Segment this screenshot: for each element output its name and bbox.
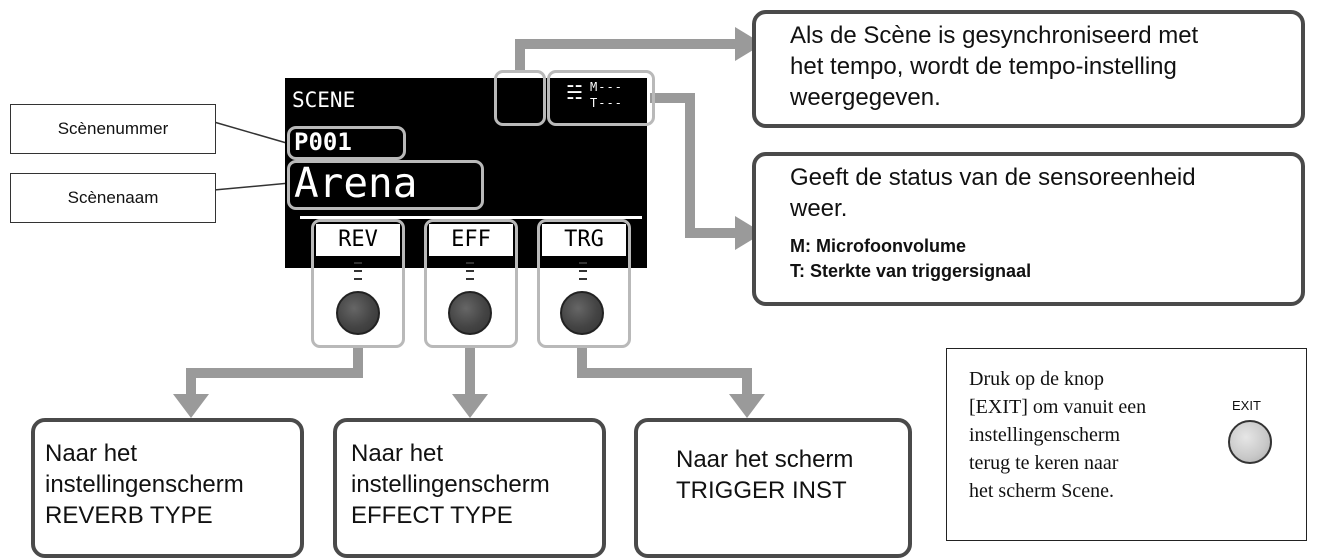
rev-tick <box>354 278 362 280</box>
sensor-callout-line: weer. <box>790 195 848 222</box>
eff-knob[interactable] <box>448 291 492 335</box>
effect-arrowhead <box>452 394 488 418</box>
trg-tick <box>579 270 587 272</box>
eff-tick <box>466 270 474 272</box>
scene-number-label: Scènenummer <box>10 104 216 154</box>
sensor-arrowhead <box>735 216 763 250</box>
tempo-callout-line: weergegeven. <box>790 84 941 111</box>
eff-tick <box>466 262 474 264</box>
exit-note-line: het scherm Scene. <box>969 480 1114 502</box>
exit-button-label: EXIT <box>1232 398 1261 413</box>
reverb-arrowhead <box>173 394 209 418</box>
tab-trg[interactable]: TRG <box>542 224 626 256</box>
trg-tick <box>579 278 587 280</box>
scene-number-pointer <box>213 121 291 145</box>
exit-note-line: terug te keren naar <box>969 452 1119 474</box>
rev-column <box>311 219 405 348</box>
reverb-callout-line: REVERB TYPE <box>45 502 213 529</box>
trigger-callout-line: TRIGGER INST <box>676 477 847 504</box>
scene-number-area <box>287 126 406 160</box>
scene-name-pointer <box>213 182 291 191</box>
tempo-arrowhead <box>735 27 763 61</box>
tempo-callout: Als de Scène is gesynchroniseerd met het… <box>752 10 1305 128</box>
trigger-callout: Naar het scherm TRIGGER INST <box>634 418 912 558</box>
exit-note-line: Druk op de knop <box>969 368 1104 390</box>
tempo-callout-line: Als de Scène is gesynchroniseerd met <box>790 22 1199 49</box>
tab-eff[interactable]: EFF <box>429 224 513 256</box>
eff-column <box>424 219 518 348</box>
trigger-callout-line: Naar het scherm <box>676 446 854 473</box>
sensor-detail-t: T: Sterkte van triggersignaal <box>790 261 1032 281</box>
eff-tick <box>466 278 474 280</box>
scene-name: Arena <box>294 159 418 207</box>
tempo-callout-line: het tempo, wordt de tempo-instelling <box>790 53 1177 80</box>
drum-sensor-icon: ☵ <box>566 82 584 104</box>
scene-number: P001 <box>294 128 352 156</box>
scene-name-label: Scènenaam <box>10 173 216 223</box>
tempo-connector <box>515 39 738 70</box>
trg-column <box>537 219 631 348</box>
exit-note-line: [EXIT] om vanuit een <box>969 396 1147 418</box>
rev-tick <box>354 262 362 264</box>
scene-name-area <box>287 160 484 210</box>
reverb-connector <box>186 348 363 398</box>
effect-callout-line: instellingenscherm <box>351 471 550 498</box>
trg-tick <box>579 262 587 264</box>
tab-rev[interactable]: REV <box>316 224 400 256</box>
sensor-status-t: T--- <box>590 96 623 110</box>
sensor-status-m: M--- <box>590 80 623 94</box>
rev-tick <box>354 270 362 272</box>
sensor-status-area <box>547 70 655 126</box>
screen-title: SCENE <box>292 88 356 112</box>
trigger-arrowhead <box>729 394 765 418</box>
exit-button[interactable] <box>1228 420 1272 464</box>
tab-divider <box>300 216 642 219</box>
exit-note-line: instellingenscherm <box>969 424 1121 446</box>
sensor-connector <box>650 93 738 238</box>
tempo-display-area <box>494 70 546 126</box>
effect-callout-line: Naar het <box>351 440 444 467</box>
sensor-detail-m: M: Microfoonvolume <box>790 236 966 256</box>
exit-note: Druk op de knop [EXIT] om vanuit een ins… <box>946 348 1307 541</box>
effect-callout: Naar het instellingenscherm EFFECT TYPE <box>333 418 606 558</box>
reverb-callout: Naar het instellingenscherm REVERB TYPE <box>31 418 304 558</box>
trg-knob[interactable] <box>560 291 604 335</box>
sensor-callout: Geeft de status van de sensoreenheid wee… <box>752 152 1305 306</box>
reverb-callout-line: Naar het <box>45 440 138 467</box>
rev-knob[interactable] <box>336 291 380 335</box>
reverb-callout-line: instellingenscherm <box>45 471 244 498</box>
sensor-callout-line: Geeft de status van de sensoreenheid <box>790 164 1196 191</box>
trigger-connector <box>577 348 752 398</box>
effect-callout-line: EFFECT TYPE <box>351 502 513 529</box>
